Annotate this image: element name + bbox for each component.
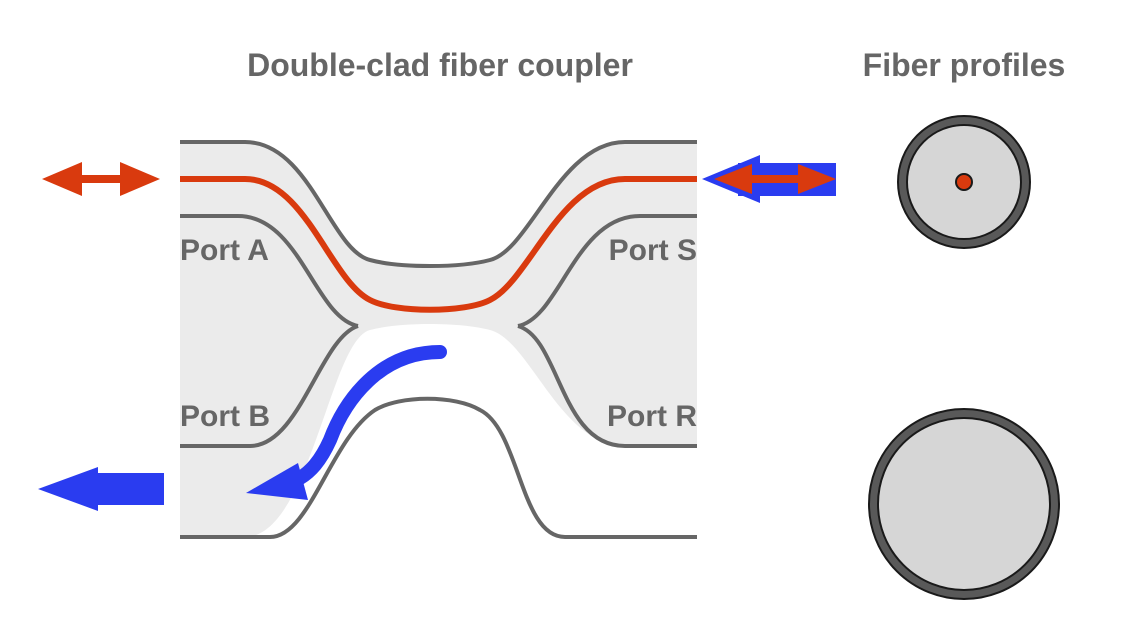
coupler-body: [180, 140, 697, 539]
double-clad-fiber-profile: [897, 115, 1031, 249]
port-b-output-arrow: [38, 467, 164, 511]
fiber-outline-upper-right: [517, 214, 697, 328]
multimode-fiber-profile: [868, 408, 1060, 600]
fiber-outline-lower-right: [517, 324, 697, 448]
port-b-label: Port B: [180, 400, 270, 433]
fiber-outline-lower-left: [180, 324, 359, 448]
fiber-outline-inner-bottom: [269, 396, 697, 539]
page-title: Double-clad fiber coupler: [247, 47, 633, 83]
fiber-outline-top: [180, 140, 697, 268]
fiber-core-dot: [955, 173, 973, 191]
cladding-light-arrowhead: [246, 463, 308, 500]
coupler-fill: [180, 142, 697, 537]
port-r-label: Port R: [607, 400, 697, 433]
port-a-label: Port A: [180, 234, 269, 267]
fiber-outline-upper-left: [180, 214, 359, 328]
cladding-light-path: [293, 345, 447, 485]
port-s-input-arrow: [702, 155, 836, 203]
profiles-title: Fiber profiles: [863, 47, 1066, 83]
port-s-label: Port S: [609, 234, 697, 267]
port-a-bidirectional-arrow: [42, 162, 160, 196]
core-light-path: [180, 176, 697, 313]
